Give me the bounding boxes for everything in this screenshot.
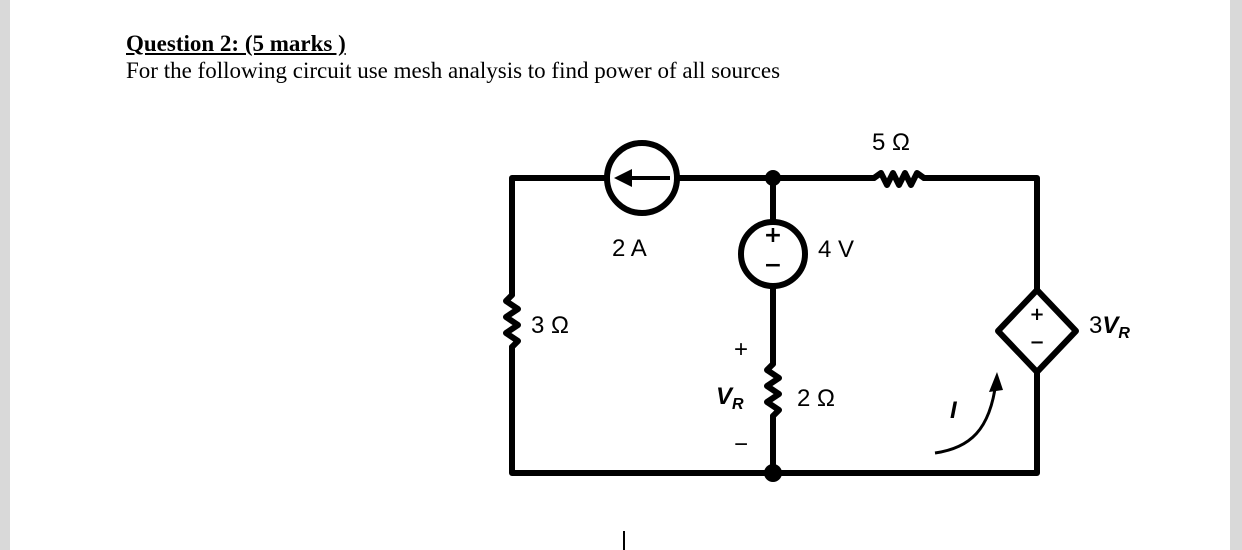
- current-source-label: 2 A: [612, 235, 647, 262]
- dependent-source-plus: +: [1029, 304, 1044, 325]
- resistor-5-ohm: [871, 170, 927, 188]
- voltage-source-label: 4 V: [818, 236, 854, 263]
- vr-plus: +: [734, 336, 748, 363]
- voltage-source-plus: +: [764, 223, 782, 248]
- wire-top-right: [921, 175, 1040, 293]
- text-cursor: [623, 531, 625, 550]
- dependent-source-coeff: 3: [1089, 312, 1102, 339]
- question-title: Question 2: (5 marks ): [126, 31, 346, 56]
- dependent-source-diamond: [995, 287, 1079, 375]
- voltage-source-circle: [738, 219, 808, 289]
- resistor-5-ohm-label: 5 Ω: [872, 129, 910, 156]
- resistor-2-ohm: [764, 361, 782, 419]
- resistor-3-ohm-label: 3 Ω: [531, 312, 569, 339]
- mesh-current-label: I: [950, 397, 958, 424]
- mesh-current-arrow-icon: [934, 372, 1003, 455]
- vr-label-sub: R: [732, 396, 744, 413]
- dependent-source-sub: R: [1118, 325, 1130, 342]
- vr-minus: −: [734, 431, 748, 458]
- question-prompt: For the following circuit use mesh analy…: [126, 58, 781, 83]
- voltage-source-minus: −: [764, 253, 782, 278]
- dependent-source-minus: −: [1029, 332, 1044, 353]
- arrow-left-current-source-icon: [614, 169, 670, 187]
- dependent-source-label: 3VR: [1089, 312, 1130, 342]
- dependent-source-name: V: [1102, 312, 1120, 339]
- vr-label-main: V: [716, 383, 734, 410]
- resistor-2-ohm-label: 2 Ω: [797, 385, 835, 412]
- wire-top-left: [509, 175, 609, 298]
- vr-label: VR: [716, 383, 744, 413]
- document-page: Question 2: (5 marks ) For the following…: [10, 0, 1230, 550]
- resistor-3-ohm: [503, 292, 521, 350]
- junction-dot-bottom: [764, 464, 782, 482]
- junction-dot-top: [765, 170, 781, 186]
